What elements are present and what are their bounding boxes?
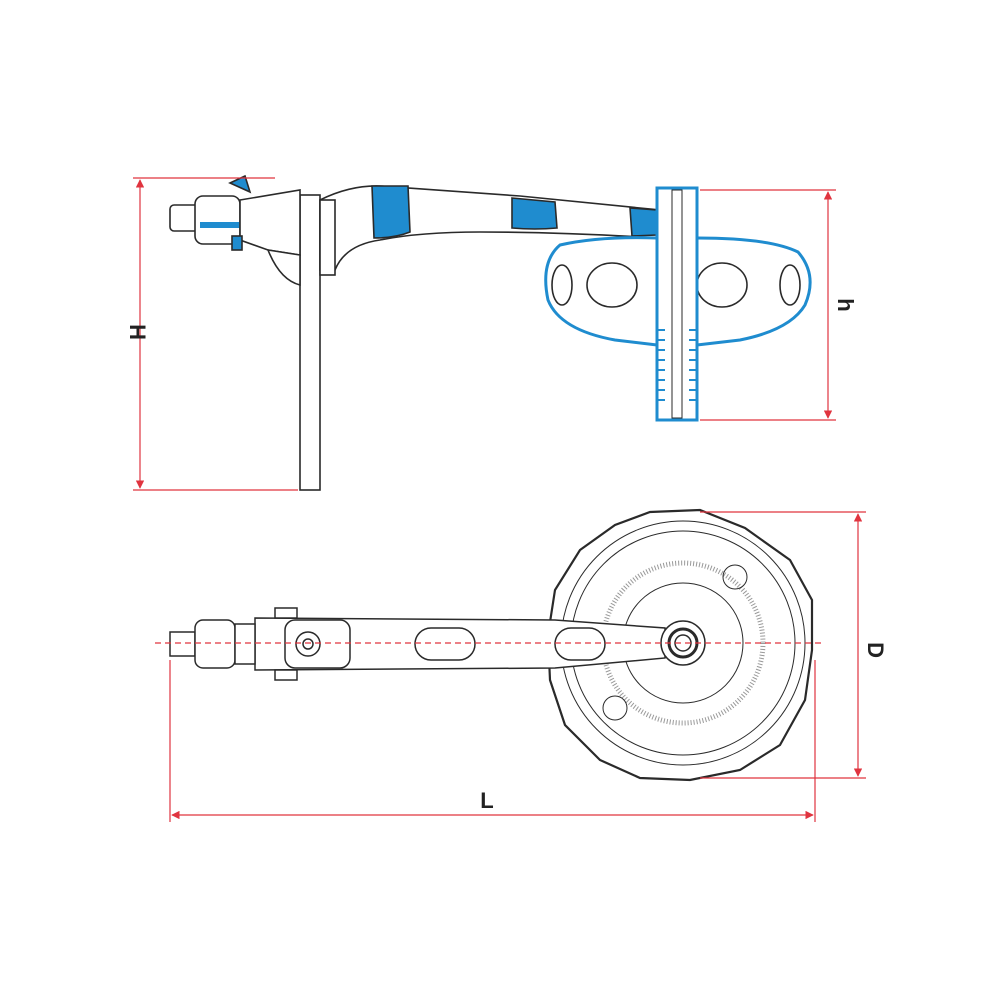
inlet-fitting (169, 174, 301, 256)
dimension-label-H: H (125, 324, 150, 340)
dimension-label-L: L (480, 788, 493, 813)
side-view (169, 174, 812, 491)
vertical-pipe (299, 194, 321, 491)
dimension-label-h: h (833, 298, 858, 311)
tigre-logo (602, 564, 748, 721)
dimension-label-D: D (863, 642, 888, 658)
threaded-tube (655, 186, 699, 422)
arm-grip-2 (511, 197, 558, 230)
plan-fitting (169, 619, 256, 669)
plan-view (169, 508, 814, 782)
arm-grip-1 (371, 185, 411, 239)
dimension-lines (133, 177, 866, 822)
